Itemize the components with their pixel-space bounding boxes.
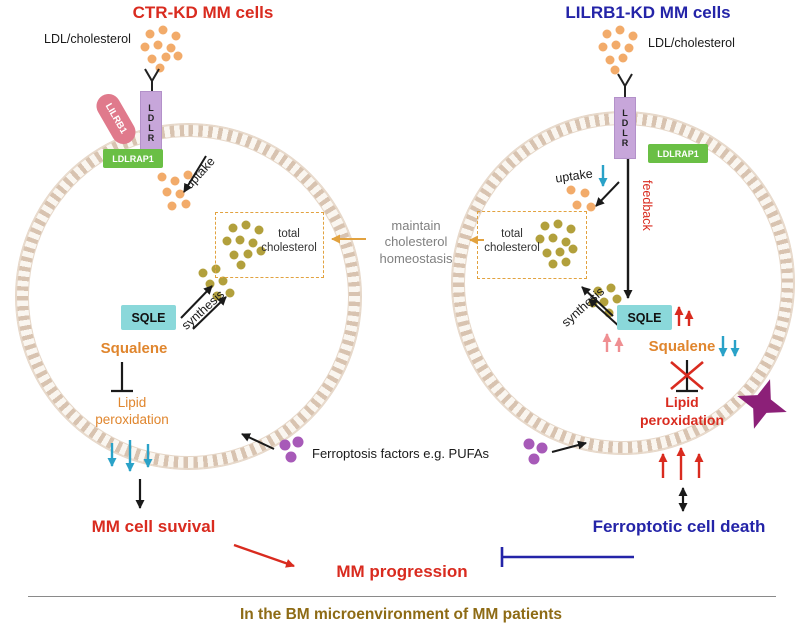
total-cholesterol-box-right: total cholesterol <box>477 211 587 279</box>
total-cholesterol-label-right: total cholesterol <box>484 228 540 254</box>
progression-arrow <box>233 543 295 568</box>
uptake-arrow-right <box>595 181 620 207</box>
synthesis-arrows-left <box>180 285 227 330</box>
uptake-particles-right <box>566 185 596 212</box>
total-cholesterol-box-left: total cholesterol <box>215 212 324 278</box>
footer-divider <box>28 596 776 597</box>
footer-caption: In the BM microenvironment of MM patient… <box>239 606 563 623</box>
right-cell-title: LILRB1-KD MM cells <box>565 3 731 22</box>
squalene-decrease-arrows <box>718 336 740 357</box>
peroxidation-decrease-arrows <box>107 440 153 472</box>
left-cell-title: CTR-KD MM cells <box>132 3 274 22</box>
cholesterol-pool-right <box>535 219 578 269</box>
ldlr-box-left: LDLR <box>140 91 162 155</box>
ldlrap1-box-left: LDLRAP1 <box>103 149 163 168</box>
mm-progression-label: MM progression <box>336 562 468 581</box>
feedback-label: feedback <box>640 180 654 231</box>
ferroptosis-factors-label: Ferroptosis factors e.g. PUFAs <box>312 446 490 461</box>
ldl-label-right: LDL/cholesterol <box>648 36 735 50</box>
lipid-peroxidation-label-right: Lipid peroxidation <box>639 394 724 428</box>
sqle-box-right: SQLE <box>617 305 672 330</box>
synthesis-arrows-right <box>581 286 622 329</box>
ldl-receptor-icon-right <box>617 73 633 99</box>
ldl-particles-right <box>598 25 638 75</box>
peroxidation-increase-arrows <box>658 447 704 480</box>
cholesterol-pool-left <box>222 220 266 270</box>
squalene-label-right: Squalene <box>648 338 716 355</box>
pufa-particles-right <box>523 438 548 465</box>
sqle-increase-arrows <box>674 306 694 326</box>
pufa-arrow-left <box>241 433 275 450</box>
pufa-arrow-right <box>551 440 587 453</box>
sqle-box-left: SQLE <box>121 305 176 330</box>
inhibition-blocked-cross-icon <box>670 361 704 390</box>
synthesis-increase-arrows <box>602 333 624 352</box>
uptake-arrow-left <box>183 155 207 193</box>
right-cell-membrane <box>452 112 794 454</box>
total-cholesterol-label-left: total cholesterol <box>261 228 317 254</box>
right-cell-cytoplasm <box>465 125 781 441</box>
homeostasis-label: maintain cholesterol homeostasis <box>379 218 453 266</box>
mm-cell-survival-label: MM cell suvival <box>91 517 216 536</box>
ldl-particles-left <box>140 25 183 73</box>
squalene-inhibition-left <box>111 362 133 393</box>
uptake-particles-left <box>157 170 193 211</box>
progression-inhibition <box>500 547 634 567</box>
ldl-label-left: LDL/cholesterol <box>44 32 131 46</box>
ferroptotic-cell-death-label: Ferroptotic cell death <box>592 517 766 536</box>
squalene-label-left: Squalene <box>100 340 168 357</box>
ldlr-box-right: LDLR <box>614 97 636 159</box>
lipid-peroxidation-label-left: Lipid peroxidation <box>95 395 169 427</box>
ldlrap1-box-right: LDLRAP1 <box>648 144 708 163</box>
pufa-particles-left <box>279 436 304 463</box>
ferroptosis-burst-icon <box>737 379 787 429</box>
